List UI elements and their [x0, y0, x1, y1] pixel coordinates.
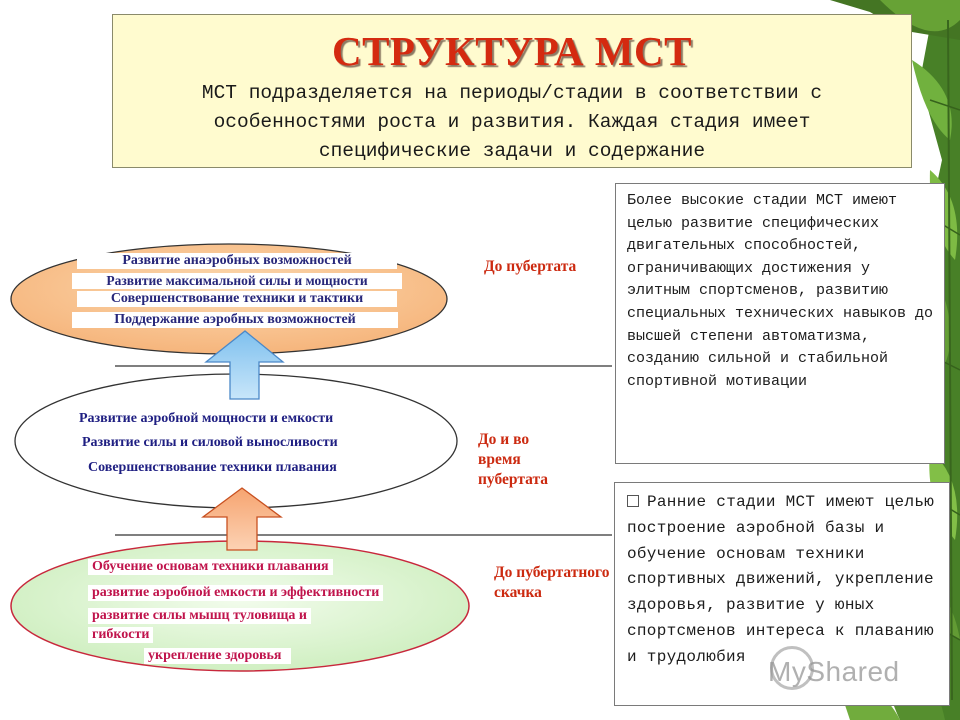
arrow-up-blue: [204, 330, 285, 400]
stage-label-middle: До и во время пубертата: [478, 431, 549, 488]
subtitle-line: специфические задачи и содержание: [318, 140, 706, 162]
title-box: СТРУКТУРА МСТ МСТ подразделяется на пери…: [112, 14, 912, 168]
watermark: MyShared: [768, 656, 900, 687]
subtitle-line: МСТ подразделяется на периоды/стадии в с…: [201, 82, 823, 104]
arrow-up-orange: [201, 487, 283, 551]
subtitle-line: особенностями роста и развития. Каждая с…: [213, 111, 811, 133]
top-stage-item: Развитие анаэробных возможностей: [77, 253, 397, 269]
watermark-logo-icon: [770, 646, 814, 690]
middle-stage-item: Развитие силы и силовой выносливости: [82, 435, 338, 450]
subtitle: МСТ подразделяется на периоды/стадии в с…: [123, 79, 901, 166]
bottom-stage-item: гибкости: [88, 627, 154, 643]
middle-stage-item: Совершенствование техники плавания: [88, 460, 337, 475]
bottom-stage-item: развитие аэробной емкости и эффективност…: [88, 585, 384, 601]
page-title: СТРУКТУРА МСТ: [331, 28, 693, 74]
stage-label-top: До пубертата: [484, 258, 577, 275]
bottom-stage-item: Обучение основам техники плавания: [88, 559, 333, 575]
note-icon: [627, 495, 639, 507]
top-stage-item: Поддержание аэробных возможностей: [72, 312, 398, 328]
stage-label-bottom: До пубертатного скачка: [494, 564, 610, 601]
note-early-stages: Ранние стадии МСТ имеют целью построение…: [614, 482, 950, 706]
note-higher-stages: Более высокие стадии МСТ имеют целью раз…: [615, 183, 945, 464]
bottom-stage-item: укрепление здоровья: [144, 648, 292, 664]
bottom-stage-item: развитие силы мышц туловища и: [88, 608, 311, 624]
note-text: Ранние стадии МСТ имеют целью построение…: [627, 493, 935, 666]
top-stage-item: Совершенствование техники и тактики: [77, 291, 397, 307]
note-text: Более высокие стадии МСТ имеют целью раз…: [627, 192, 934, 390]
middle-stage-item: Развитие аэробной мощности и емкости: [79, 411, 334, 426]
top-stage-item: Развитие максимальной силы и мощности: [72, 273, 402, 289]
